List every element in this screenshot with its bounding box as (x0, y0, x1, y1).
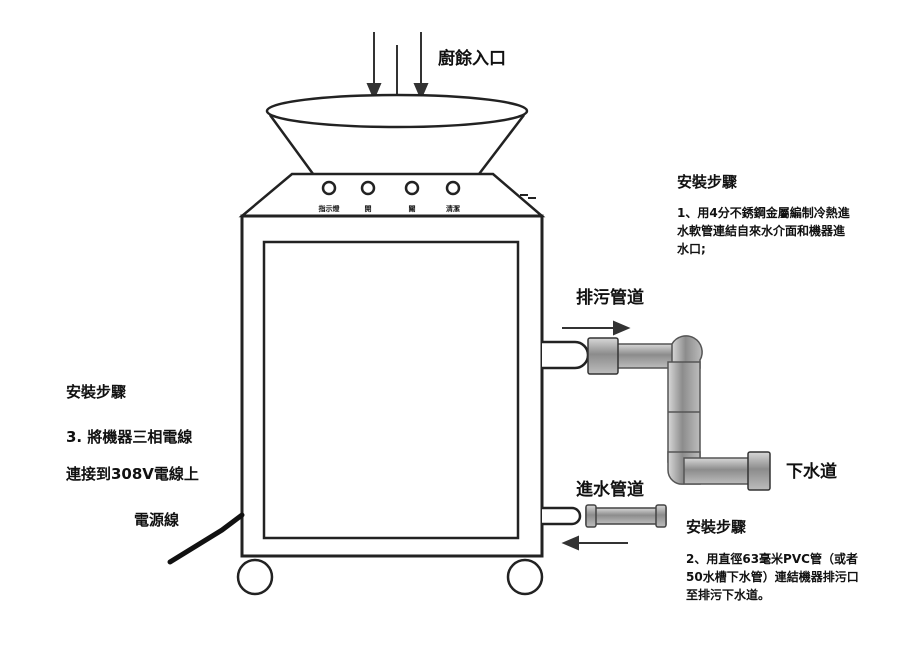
flow-arrows (561, 320, 631, 551)
water-hose (585, 504, 667, 528)
step2-title: 安裝步驟 (686, 518, 747, 536)
step1-title: 安裝步驟 (677, 173, 738, 191)
step3-title: 安裝步驟 (66, 383, 127, 401)
machine-top (238, 172, 546, 218)
drain-outlet (542, 340, 590, 370)
water-inlet-label: 進水管道 (576, 480, 644, 500)
drain-pipe-label: 排污管道 (576, 288, 644, 308)
wheels (236, 558, 544, 596)
sewer-label: 下水道 (786, 462, 837, 482)
step2-line2: 50水槽下水管）連結機器排污口 (686, 570, 859, 584)
step2-line1: 2、用直徑63毫米PVC管（或者 (686, 552, 858, 566)
machine-door (262, 240, 520, 540)
drain-pipe (587, 335, 771, 491)
step2-line3: 至排污下水道。 (686, 588, 771, 602)
step1-line3: 水口; (677, 242, 706, 256)
power-cable (167, 512, 245, 565)
step1-line1: 1、用4分不銹鋼金屬編制冷熱進 (677, 206, 850, 220)
step3-line2: 連接到308V電線上 (66, 465, 199, 483)
button-label-clean: 清潔 (446, 205, 460, 213)
button-label-off: 關 (408, 205, 416, 213)
step1-line2: 水軟管連結自來水介面和機器進 (677, 224, 846, 238)
button-label-on: 開 (364, 205, 372, 213)
button-label-indicator: 指示燈 (318, 205, 340, 213)
power-line-label: 電源線 (134, 511, 180, 529)
control-buttons (321, 180, 461, 196)
feed-funnel (265, 93, 529, 180)
step3-line1: 3. 將機器三相電線 (66, 428, 193, 446)
food-inlet-label: 廚餘入口 (438, 49, 506, 69)
water-inlet (542, 506, 582, 526)
